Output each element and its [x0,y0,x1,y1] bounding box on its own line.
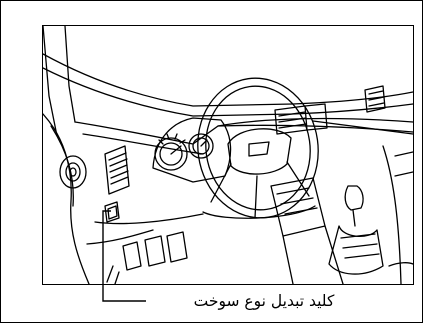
fuel-switch-caption: کلید تبدیل نوع سوخت [151,288,377,314]
